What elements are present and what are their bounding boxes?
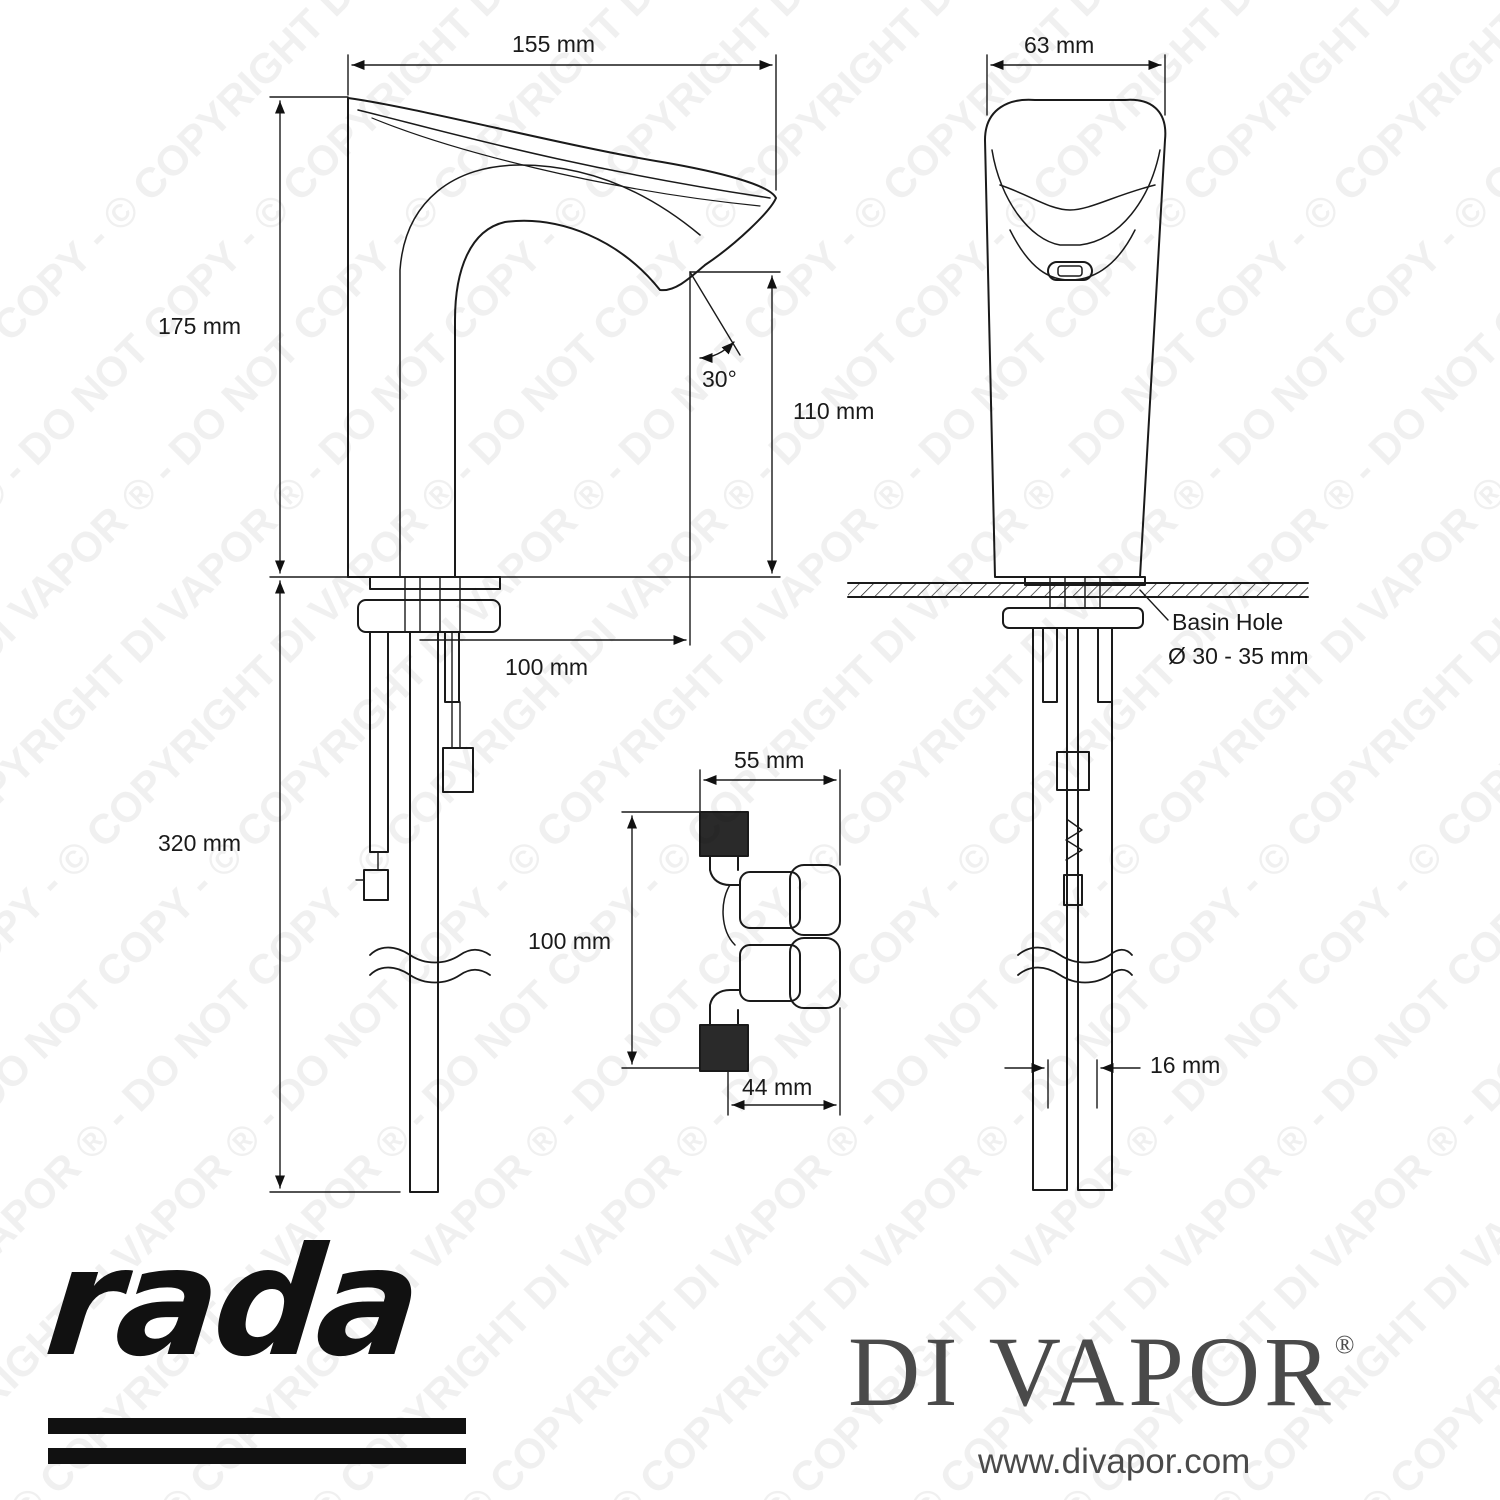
dimension-lines <box>269 54 1169 1193</box>
side-view-base <box>357 576 501 633</box>
dim-label-front-width: 63 mm <box>1024 32 1095 58</box>
basin-hole-diameter: Ø 30 - 35 mm <box>1168 643 1309 669</box>
divapor-registered-mark: ® <box>1334 1330 1355 1359</box>
divapor-logo: DI VAPOR® <box>848 1322 1355 1422</box>
dim-label-spout-angle: 30° <box>702 366 737 392</box>
dim-label-tap-height: 175 mm <box>158 313 242 339</box>
valve-block <box>699 811 841 1072</box>
dim-label-valve-height: 100 mm <box>528 928 612 954</box>
dim-label-valve-width: 55 mm <box>734 747 805 773</box>
dim-label-reach: 155 mm <box>512 31 596 57</box>
divapor-name: DI VAPOR <box>848 1316 1335 1427</box>
side-view-tap <box>347 97 777 578</box>
front-view-base <box>1002 576 1146 1191</box>
rada-logo: rada <box>38 1216 425 1390</box>
dim-label-outlet-height: 110 mm <box>793 398 875 424</box>
dim-label-tail-length: 320 mm <box>158 830 242 856</box>
dim-label-valve-depth: 44 mm <box>742 1074 813 1100</box>
basin-hole-label: Basin Hole <box>1172 609 1284 635</box>
dim-label-tail-spacing: 16 mm <box>1150 1052 1221 1078</box>
front-view-tap <box>984 98 1167 578</box>
rada-logo-bar-bottom <box>48 1448 466 1464</box>
basin-hatching <box>848 583 1308 597</box>
dim-label-projection: 100 mm <box>505 654 589 680</box>
side-view-tails <box>355 631 491 1193</box>
rada-logo-bar-top <box>48 1418 466 1434</box>
divapor-url: www.divapor.com <box>978 1442 1251 1481</box>
